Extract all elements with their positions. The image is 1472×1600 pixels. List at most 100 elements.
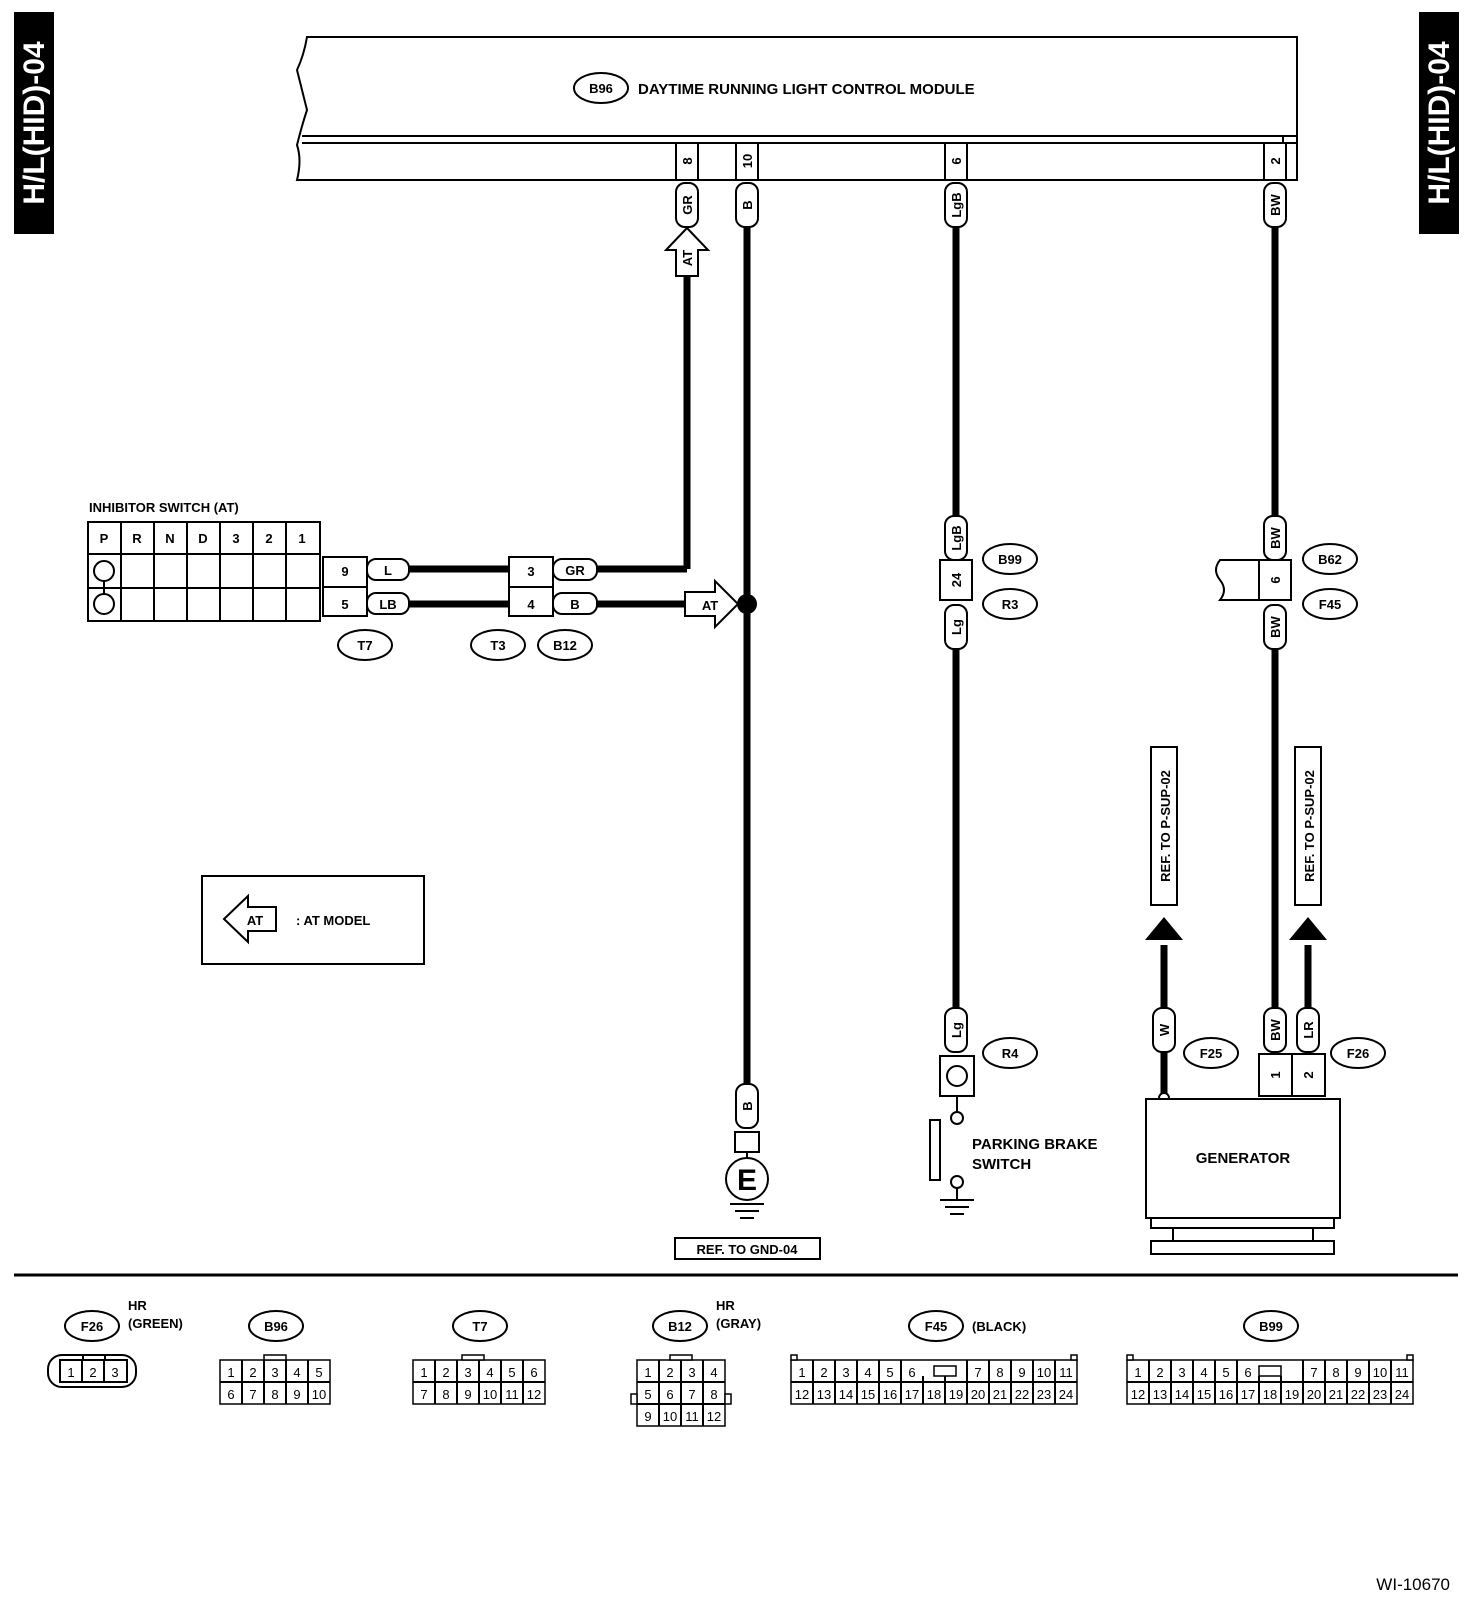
f45-pin: 17 (905, 1387, 919, 1402)
view-b12-pin: 1 (644, 1365, 651, 1380)
r4-wire: Lg (949, 1022, 964, 1038)
b99-pin: 4 (1200, 1365, 1207, 1380)
f45-pin: 13 (817, 1387, 831, 1402)
view-f26-pin3: 3 (111, 1365, 118, 1380)
b99-pin: 21 (1329, 1387, 1343, 1402)
f45-pin: 1 (798, 1365, 805, 1380)
b99-pin: 22 (1351, 1387, 1365, 1402)
pos-3: 3 (232, 531, 239, 546)
gen-wire-lr: LR (1301, 1021, 1316, 1039)
t7-wire-b: LB (379, 597, 396, 612)
b99-pin: 5 (1222, 1365, 1229, 1380)
parking-brake-branch: LgB 24 Lg B99 R3 Lg R4 PARKING BRAKE SWI… (929, 515, 1098, 1215)
pin-6-wire: LgB (949, 192, 964, 217)
view-f26-note2: (GREEN) (128, 1316, 183, 1331)
view-b12-pin: 7 (688, 1387, 695, 1402)
view-t7-pin: 8 (442, 1387, 449, 1402)
f45-pin: 20 (971, 1387, 985, 1402)
view-f45-note1: (BLACK) (972, 1319, 1026, 1334)
view-b12-pin: 8 (710, 1387, 717, 1402)
view-b96-id: B96 (264, 1319, 288, 1334)
view-b96-pin: 8 (271, 1387, 278, 1402)
connector-t7: 9 5 L LB T7 (322, 556, 410, 661)
splice-point (737, 594, 757, 614)
generator-branch: BW 6 BW B62 F45 REF. TO P-SUP-02 REF. TO… (1145, 515, 1386, 1255)
park-label-1: PARKING BRAKE (972, 1136, 1098, 1153)
pin-10-number: 10 (740, 154, 755, 168)
pos-2: 2 (265, 531, 272, 546)
view-t7: T7 1 2 3 4 5 6 7 8 9 10 11 12 (412, 1310, 546, 1405)
b12-wire-b: B (570, 597, 579, 612)
legend-symbol: AT (247, 913, 263, 928)
inhibitor-switch: INHIBITOR SWITCH (AT) P R N D 3 2 1 (87, 500, 321, 622)
gen-conn-top: B62 (1318, 552, 1342, 567)
view-b96-pin: 5 (315, 1365, 322, 1380)
contact-circle-2 (93, 593, 115, 615)
b99-pin: 10 (1373, 1365, 1387, 1380)
gen-wire-w: W (1157, 1023, 1172, 1036)
pos-d: D (198, 531, 207, 546)
view-b96-pin: 4 (293, 1365, 300, 1380)
pin-8-number: 8 (680, 157, 695, 164)
view-b12-note2: (GRAY) (716, 1316, 761, 1331)
b99-pin: 2 (1156, 1365, 1163, 1380)
f45-pin: 3 (842, 1365, 849, 1380)
module-name: DAYTIME RUNNING LIGHT CONTROL MODULE (638, 81, 975, 98)
view-b12-pin: 6 (666, 1387, 673, 1402)
gen-wire-top: BW (1268, 526, 1283, 548)
view-b12: B12 HR (GRAY) 1 2 3 4 5 6 7 8 9 10 11 12 (630, 1298, 761, 1427)
f45-pin: 4 (864, 1365, 871, 1380)
at-arrow-horizontal: AT (684, 578, 757, 630)
t3-label: T3 (490, 638, 505, 653)
b99-pin: 23 (1373, 1387, 1387, 1402)
gen-pin: 6 (1268, 576, 1283, 583)
contact-circle-1 (93, 560, 115, 582)
wires (407, 227, 1312, 1084)
pin-2-number: 2 (1268, 157, 1283, 164)
f45-pin: 15 (861, 1387, 875, 1402)
f45-pin: 5 (886, 1365, 893, 1380)
f45-pin: 22 (1015, 1387, 1029, 1402)
view-t7-pin: 4 (486, 1365, 493, 1380)
gen-pin-2: 2 (1301, 1071, 1316, 1078)
f45-pin: 9 (1018, 1365, 1025, 1380)
f45-pin: 24 (1059, 1387, 1073, 1402)
f26-label: F26 (1347, 1046, 1369, 1061)
view-t7-pin: 12 (527, 1387, 541, 1402)
view-b12-pin: 4 (710, 1365, 717, 1380)
view-b12-id: B12 (668, 1319, 692, 1334)
view-t7-id: T7 (472, 1319, 487, 1334)
b12-label: B12 (553, 638, 577, 653)
at-legend: AT : AT MODEL (201, 875, 425, 965)
ground-symbol: E (737, 1164, 757, 1197)
f25-label: F25 (1200, 1046, 1222, 1061)
park-pin: 24 (949, 572, 964, 587)
park-label-2: SWITCH (972, 1156, 1031, 1173)
f45-pin: 14 (839, 1387, 853, 1402)
view-b96-pin: 3 (271, 1365, 278, 1380)
at-arrow-horizontal-label: AT (702, 598, 718, 613)
view-t7-pin: 1 (420, 1365, 427, 1380)
view-b12-note1: HR (716, 1298, 735, 1313)
at-arrow-vertical: AT (663, 226, 711, 277)
side-tab-right: H/L(HID)-04 (1419, 12, 1459, 234)
pos-r: R (132, 531, 142, 546)
t7-pin-b: 5 (341, 597, 348, 612)
b99-pin: 16 (1219, 1387, 1233, 1402)
t3-pin-b: 4 (527, 597, 535, 612)
view-t7-pin: 3 (464, 1365, 471, 1380)
f45-pin: 21 (993, 1387, 1007, 1402)
b99-pin: 20 (1307, 1387, 1321, 1402)
ground-wire-label: B (740, 1101, 755, 1110)
side-tab-left: H/L(HID)-04 (14, 12, 54, 234)
view-b12-pin: 5 (644, 1387, 651, 1402)
view-t7-pin: 5 (508, 1365, 515, 1380)
b99-pin: 9 (1354, 1365, 1361, 1380)
t7-label: T7 (357, 638, 372, 653)
pos-p: P (100, 531, 109, 546)
gen-wire-bw: BW (1268, 1018, 1283, 1040)
t7-wire-a: L (384, 563, 392, 578)
